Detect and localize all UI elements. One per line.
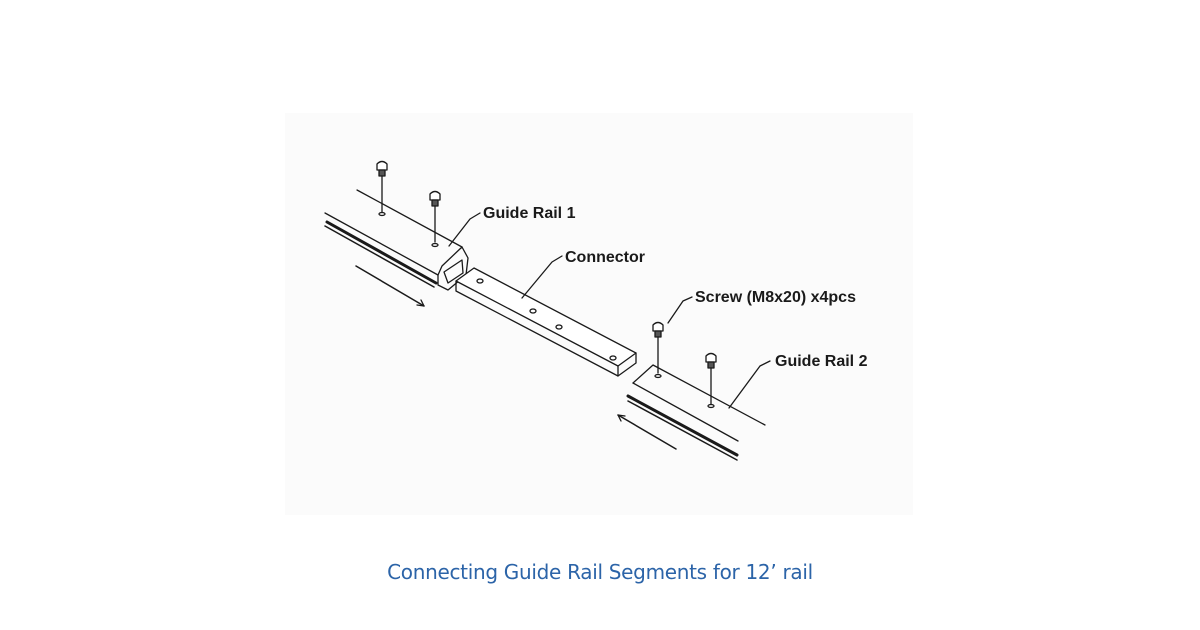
label-screw: Screw (M8x20) x4pcs	[695, 289, 856, 306]
leader-guide-rail-1	[448, 212, 481, 247]
label-connector: Connector	[565, 249, 645, 266]
diagram-caption: Connecting Guide Rail Segments for 12’ r…	[387, 560, 813, 584]
screw-icon	[705, 352, 717, 409]
guide-rail-1	[324, 189, 469, 307]
screw-icon	[429, 190, 441, 248]
label-guide-rail-1: Guide Rail 1	[483, 205, 576, 222]
leader-guide-rail-2	[728, 360, 771, 409]
diagram-panel	[285, 113, 913, 515]
screw-icon	[652, 321, 664, 379]
guide-rail-2	[617, 364, 766, 461]
leader-screw	[667, 296, 693, 324]
label-guide-rail-2: Guide Rail 2	[775, 353, 868, 370]
connector	[455, 267, 637, 377]
leader-connector	[521, 255, 563, 299]
screw-icon	[376, 160, 388, 217]
